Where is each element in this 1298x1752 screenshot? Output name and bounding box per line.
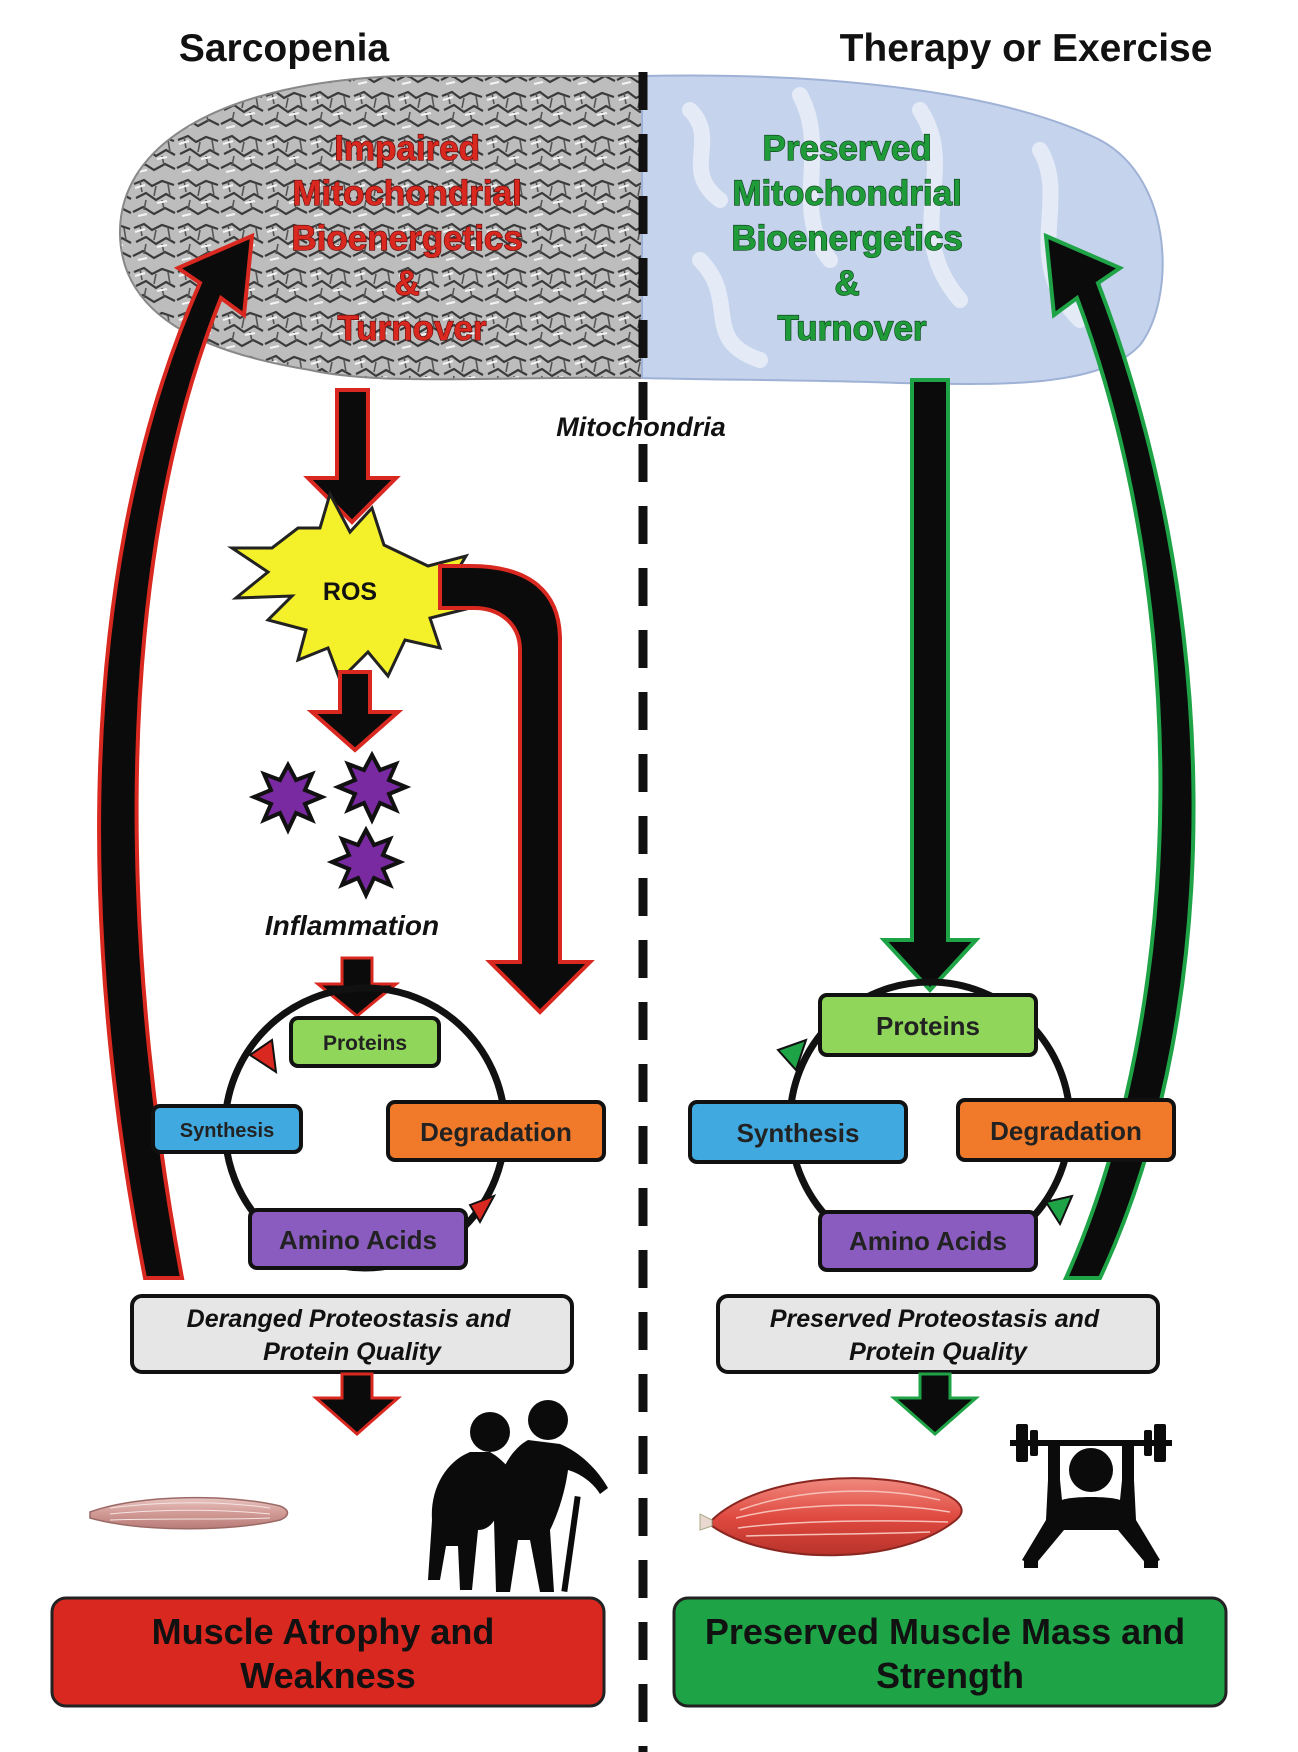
impaired-mitochondria-text: Impaired Mitochondrial Bioenergetics & T… (291, 129, 532, 348)
arrow-ros-to-inflammation (306, 670, 404, 753)
left-amino-acids-box (248, 1208, 468, 1270)
cristae (682, 87, 1088, 368)
arrow-mito-to-ros (303, 388, 401, 525)
left-proteins-box (289, 1016, 441, 1068)
arrow-proteostasis-to-preserved (890, 1372, 980, 1436)
arrow-proteostasis-to-atrophy (312, 1372, 402, 1436)
cycle-arrowhead-icon (776, 1038, 808, 1072)
left-proteostasis-text: Deranged Proteostasis and Protein Qualit… (187, 1305, 518, 1366)
mitochondrion (118, 74, 1164, 385)
arrow-mito-to-proteins (879, 378, 981, 993)
arrow-ros-to-proteostasis (438, 564, 595, 1015)
healthy-muscle-icon (699, 1477, 963, 1557)
left-proteostasis-box (130, 1294, 574, 1374)
preserved-mitochondria-text: Preserved Mitochondrial Bioenergetics & … (731, 129, 972, 348)
header-therapy-or-exercise: Therapy or Exercise (840, 27, 1213, 70)
cycle-arrowhead-icon (248, 1038, 278, 1075)
right-feedback-arrow (1043, 232, 1196, 1280)
mitochondria-label: Mitochondria (556, 412, 726, 442)
right-synthesis-label: Synthesis (737, 1118, 860, 1148)
left-proteins-label: Proteins (323, 1032, 407, 1055)
ros-burst-icon (227, 490, 473, 683)
right-proteostasis-box (716, 1294, 1160, 1374)
elderly-couple-icon (428, 1400, 608, 1592)
inflammation-label: Inflammation (265, 910, 439, 941)
right-proteins-label: Proteins (876, 1011, 980, 1041)
left-feedback-arrow (97, 232, 255, 1280)
left-degradation-box (386, 1100, 606, 1162)
right-amino-acids-box (818, 1210, 1038, 1272)
right-amino-acids-label: Amino Acids (849, 1226, 1007, 1256)
inflammation-burst-icon (248, 750, 412, 900)
cycle-arrowhead-icon (1044, 1194, 1074, 1227)
right-synthesis-box (688, 1100, 908, 1164)
ros-label: ROS (323, 578, 377, 606)
muscle-atrophy-result-text: Muscle Atrophy and Weakness (152, 1611, 505, 1696)
cycle-arrowhead-icon (468, 1194, 497, 1225)
left-synthesis-label: Synthesis (180, 1120, 274, 1142)
left-synthesis-box (151, 1104, 303, 1154)
right-protein-cycle: Proteins Synthesis Degradation Amino Aci… (688, 978, 1176, 1272)
impaired-mitochondrion-half (118, 75, 643, 381)
right-proteins-box (818, 993, 1038, 1057)
preserved-muscle-result-text: Preserved Muscle Mass and Strength (705, 1611, 1195, 1696)
header-sarcopenia: Sarcopenia (179, 27, 390, 70)
right-proteostasis-text: Preserved Proteostasis and Protein Quali… (770, 1305, 1106, 1366)
right-degradation-label: Degradation (990, 1116, 1142, 1146)
left-amino-acids-label: Amino Acids (279, 1225, 437, 1255)
weightlifter-icon (1010, 1424, 1172, 1568)
preserved-muscle-result-box (672, 1596, 1228, 1708)
right-degradation-box (956, 1098, 1176, 1162)
muscle-atrophy-result-box (50, 1596, 606, 1708)
atrophied-muscle-icon (89, 1496, 289, 1530)
left-protein-cycle: Proteins Synthesis Degradation Amino Aci… (151, 984, 606, 1272)
left-degradation-label: Degradation (420, 1117, 572, 1147)
